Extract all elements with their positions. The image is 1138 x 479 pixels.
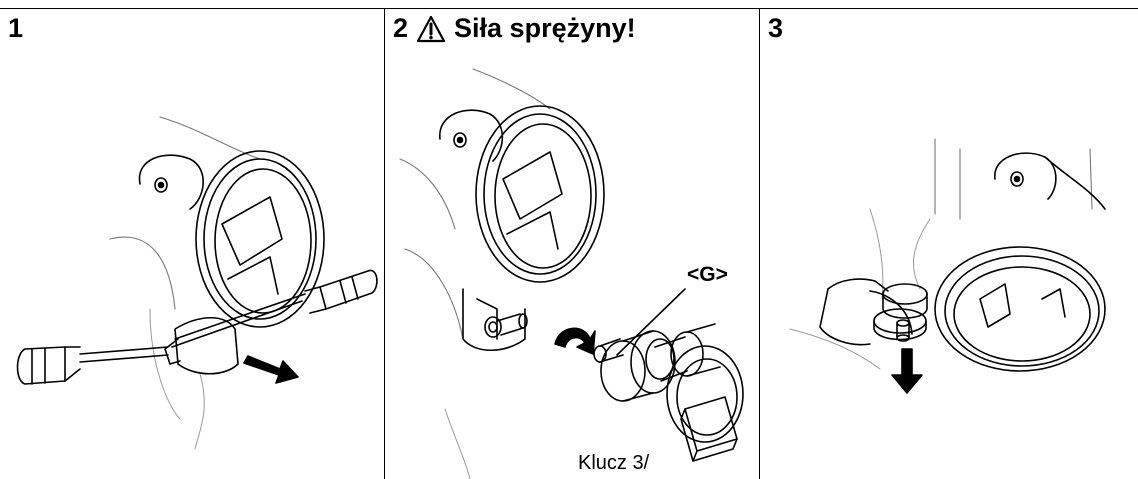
step-panel-2: 2 Siła sprężyny! bbox=[385, 9, 759, 479]
top-rule bbox=[0, 8, 1138, 9]
warning-triangle-icon bbox=[416, 15, 446, 42]
panel-divider-1 bbox=[384, 8, 385, 479]
step-panel-3: 3 bbox=[760, 9, 1138, 479]
spring-force-warning: Siła sprężyny! bbox=[454, 13, 636, 43]
illustration-spring-plug bbox=[399, 68, 744, 479]
panel-divider-2 bbox=[759, 8, 760, 479]
illustration-plug-removal bbox=[789, 138, 1106, 394]
step-number-3-label: 3 bbox=[768, 13, 784, 43]
step-number-2-label: 2 bbox=[393, 13, 409, 43]
step-number-1-label: 1 bbox=[8, 13, 24, 43]
step-title-2: 2 Siła sprężyny! bbox=[393, 13, 636, 44]
step-panel-1: 1 bbox=[0, 9, 384, 479]
step-number-3: 3 bbox=[768, 13, 783, 44]
wrench-size-caption: Klucz 3/ bbox=[578, 452, 650, 474]
illustration-screwdrivers bbox=[16, 116, 378, 450]
part-callout-g: <G> bbox=[687, 263, 728, 286]
step-number-1: 1 bbox=[8, 13, 23, 44]
